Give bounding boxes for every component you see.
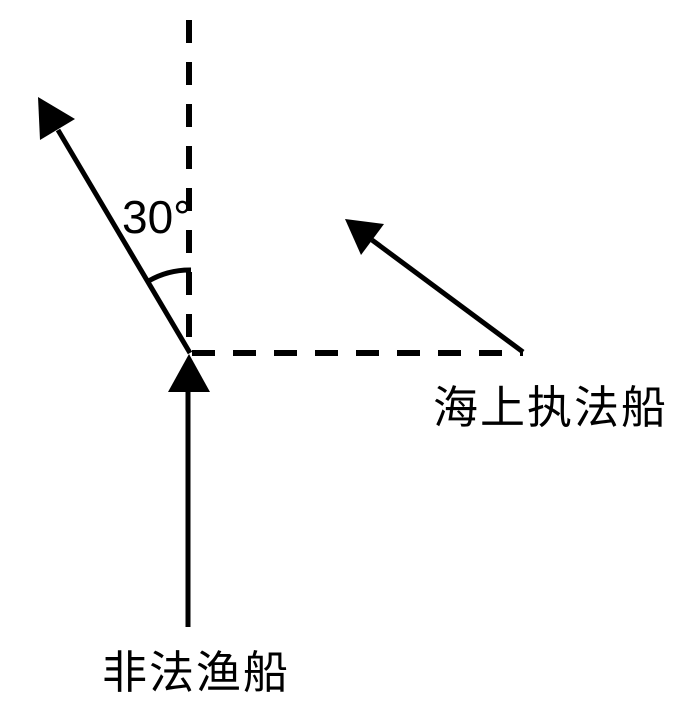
angle-arc — [147, 267, 192, 284]
enforcement-ship-label: 海上执法船 — [433, 382, 668, 433]
fishing-boat-course-arrowhead-icon — [168, 354, 210, 392]
turned-course-arrow — [38, 97, 193, 355]
turned-course-arrowhead-icon — [38, 97, 75, 140]
fishing-boat-course-arrow — [168, 354, 210, 627]
turned-course-arrow-shaft — [55, 128, 193, 355]
enforcement-ship-course-arrow-shaft — [370, 237, 525, 355]
fishing-boat-label: 非法渔船 — [102, 647, 290, 698]
enforcement-ship-course-arrowhead-icon — [345, 219, 384, 255]
angle-label: 30° — [122, 191, 192, 243]
enforcement-ship-course-arrow — [345, 219, 525, 355]
